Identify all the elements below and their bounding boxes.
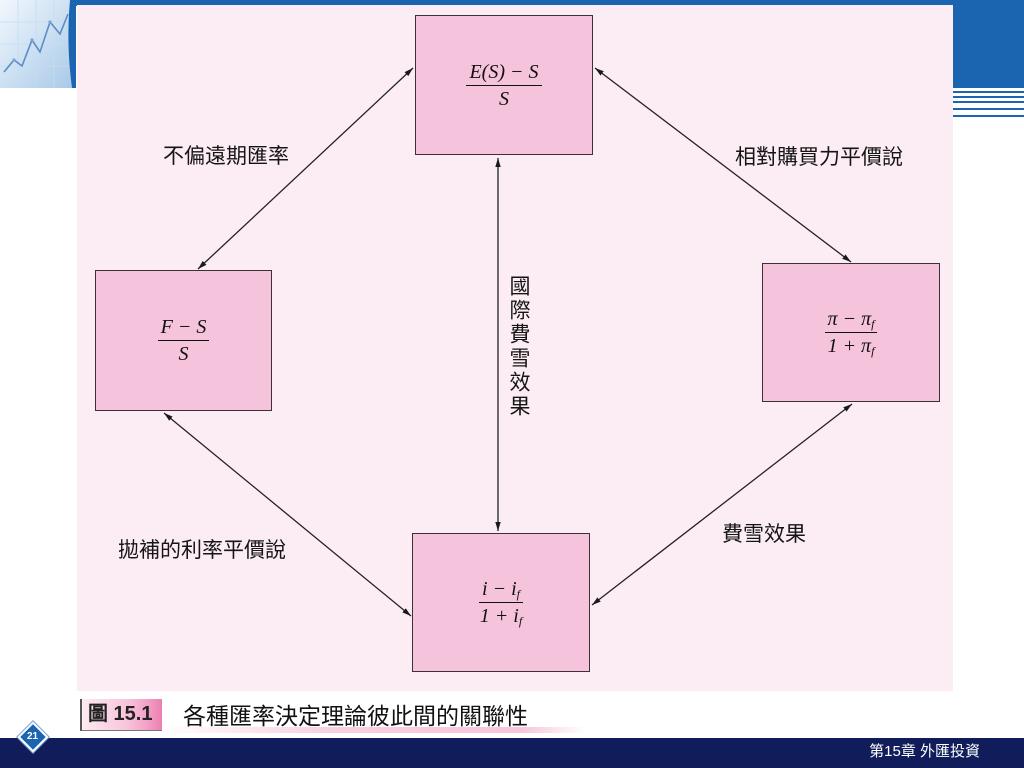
fraction-numerator: π − πf	[824, 307, 878, 333]
denominator-base: 1 + π	[827, 335, 872, 357]
numerator-base: π − π	[827, 308, 872, 330]
formula-box-bottom: i − if 1 + if	[412, 533, 590, 672]
top-bar	[76, 0, 1024, 6]
header-art-edge	[68, 0, 76, 88]
footer-bar	[0, 738, 1024, 768]
fraction: E(S) − S S	[466, 60, 542, 111]
figure-label: 圖 15.1	[80, 699, 162, 731]
relation-label-bottom-left: 拋補的利率平價說	[118, 539, 286, 562]
stripe	[953, 91, 1024, 93]
relation-label-vertical: 國際費雪效果	[507, 275, 530, 419]
numerator-base: i − i	[482, 578, 517, 600]
fraction-numerator: F − S	[157, 315, 210, 341]
fraction-numerator: i − if	[479, 577, 523, 603]
fraction: i − if 1 + if	[477, 577, 525, 628]
denominator-base: 1 + i	[479, 605, 519, 627]
stripe	[953, 96, 1024, 98]
stripe	[953, 108, 1024, 110]
stripe	[953, 115, 1024, 117]
page-number-badge: 21	[16, 720, 49, 753]
fraction-denominator: S	[178, 343, 189, 365]
denominator-subscript: f	[518, 614, 523, 628]
fraction-denominator: S	[498, 87, 509, 110]
line-graph-icon	[0, 0, 76, 88]
figure-caption: 各種匯率決定理論彼此間的關聯性	[183, 703, 528, 729]
numerator-subscript: f	[516, 587, 520, 601]
header-art-markers	[12, 20, 52, 62]
relation-label-top-left: 不偏遠期匯率	[163, 145, 289, 168]
stripe	[953, 101, 1024, 103]
numerator-subscript: f	[871, 317, 875, 331]
fraction-denominator: 1 + πf	[825, 333, 878, 358]
page-number: 21	[26, 731, 39, 742]
caption-underline	[160, 727, 585, 733]
fraction-numerator: E(S) − S	[466, 60, 542, 86]
relation-label-bottom-right: 費雪效果	[722, 523, 806, 546]
fraction: F − S S	[157, 315, 210, 366]
header-art-trend-line	[3, 13, 69, 73]
footer-chapter-title: 第15章 外匯投資	[869, 743, 980, 760]
fraction: π − πf 1 + πf	[824, 307, 878, 358]
corner-stripes	[953, 91, 1024, 119]
formula-box-left: F − S S	[95, 270, 272, 411]
formula-box-top: E(S) − S S	[415, 15, 593, 155]
denominator-subscript: f	[871, 344, 875, 358]
fraction-denominator: 1 + if	[477, 603, 525, 628]
formula-box-right: π − πf 1 + πf	[762, 263, 940, 402]
relation-label-top-right: 相對購買力平價說	[735, 146, 903, 169]
corner-block	[953, 0, 1024, 88]
